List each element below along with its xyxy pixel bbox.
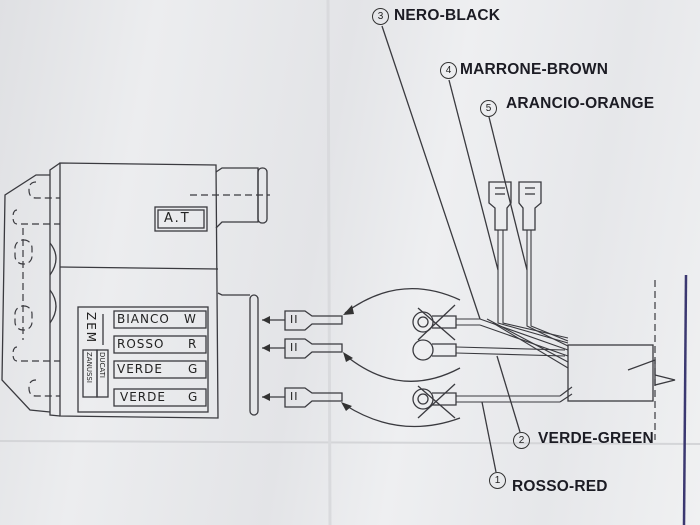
terminal-code-4: G [188,390,199,404]
wire-number-4: 4 [440,62,457,79]
connector-mark-2: II [290,341,299,354]
ring-terminal-3 [412,383,573,419]
wire-label-marrone-brown: MARRONE-BROWN [460,61,609,78]
flywheel-edge [682,274,688,525]
terminal-name-4: VERDE [120,390,166,404]
spade-terminal-orange [518,181,542,231]
terminal-name-2: ROSSO [117,337,165,351]
wire-harness [479,181,688,525]
terminal-code-3: G [188,362,199,376]
brand-ducati: DUCATI [98,352,106,378]
wire-label-rosso-red: ROSSO-RED [512,478,608,495]
connector-1 [262,310,343,331]
pickup-block [567,344,654,402]
wire-label-arancio-orange: ARANCIO-ORANGE [506,95,655,112]
wire-number-1: 1 [489,472,506,489]
connector-3 [262,387,343,408]
brand-zem: ZEM [84,312,98,345]
ring-terminal-2 [412,339,566,361]
module-connectors [262,310,343,408]
connector-mark-1: II [290,313,299,326]
hv-label: A.T [164,211,191,226]
wire-number-2: 2 [513,432,530,449]
ring-terminals [412,304,573,419]
ring-terminal-1 [412,304,480,341]
terminal-name-1: BIANCO [117,312,170,326]
terminal-code-1: W [184,312,197,326]
terminal-code-2: R [188,337,198,351]
paper-fold [0,440,700,445]
wire-number-3: 3 [372,8,389,25]
wire-number-5: 5 [480,100,497,117]
connector-mark-3: II [290,390,299,403]
ignition-module [1,162,270,419]
paper-fold-vertical [326,0,332,525]
wire-label-verde-green: VERDE-GREEN [538,430,654,447]
terminal-name-3: VERDE [117,362,163,376]
connector-2 [262,338,343,359]
wire-label-nero-black: NERO-BLACK [394,7,501,24]
spade-terminal-brown [488,181,512,231]
connection-arrows [341,287,461,428]
brand-zanussi: ZANUSSI [85,352,93,383]
label-leaders [381,25,528,473]
